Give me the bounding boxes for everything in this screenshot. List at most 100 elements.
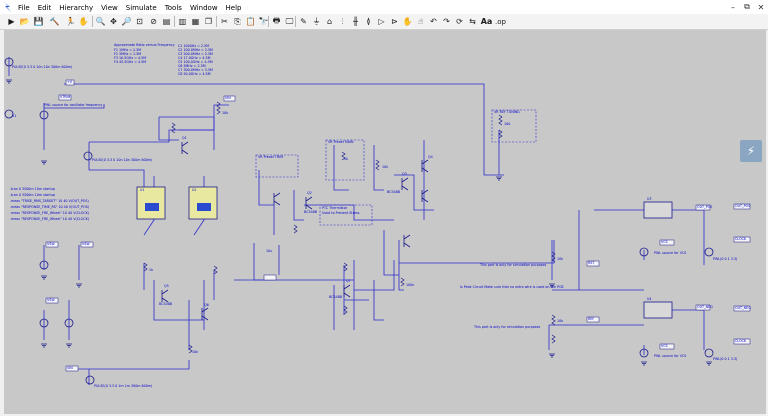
draw-wire-icon[interactable]: ✎ — [300, 17, 307, 26]
zoom-out-icon[interactable]: 🔎 — [121, 17, 132, 26]
svg-text:C4 17.0GHz = 4.5M: C4 17.0GHz = 4.5M — [178, 56, 211, 60]
svg-text:F2 3MHz = 1.5M: F2 3MHz = 1.5M — [114, 52, 141, 56]
tile-horizontal-icon[interactable]: ▦ — [191, 17, 200, 26]
svg-text:C6 5MHz = 2.5M: C6 5MHz = 2.5M — [178, 64, 206, 68]
ground-icon[interactable]: ⏚ — [312, 17, 321, 26]
svg-text:Q1: Q1 — [182, 136, 187, 140]
expand-panel-button[interactable]: ⚡ — [740, 140, 762, 162]
zoom-fit-icon[interactable]: ⊡ — [136, 17, 143, 26]
menu-tools[interactable]: Tools — [164, 4, 182, 12]
redo-icon[interactable]: ↷ — [443, 17, 450, 26]
minimize-button[interactable]: – — [731, 2, 735, 12]
svg-text:BC548B: BC548B — [159, 302, 173, 306]
svg-text:.meas "RESPONSE_TIME_RS" 10 40[interactable]: .meas "RESPONSE_TIME_RS" 10 40 V(OUT_POS… — [10, 205, 89, 209]
svg-text:BC548B: BC548B — [329, 295, 343, 299]
svg-text:C1 1000Hz = 2.5M: C1 1000Hz = 2.5M — [178, 44, 209, 48]
toolbar: ▶ 📂 💾 🔨 🏃 ✋ 🔍 ✥ 🔎 ⊡ ⊘ ▤ ▥ ▦ ❐ ✂ ⎘ 📋 🔭 🖶 … — [0, 14, 768, 30]
menu-file[interactable]: File — [18, 4, 30, 12]
inductor-icon[interactable]: ≬ — [366, 17, 371, 26]
print-preview-icon[interactable]: 🖵 — [285, 16, 294, 26]
menu-help[interactable]: Help — [225, 4, 242, 12]
directive-line-1[interactable]: .tran 0 3500m 10m startup — [10, 187, 55, 191]
svg-text:VIN: VIN — [67, 366, 73, 370]
rotate-icon[interactable]: ⟳ — [456, 17, 463, 26]
zoom-in-icon[interactable]: 🔍 — [95, 17, 106, 26]
capacitor-icon[interactable]: ╫ — [353, 17, 358, 26]
svg-text:Q6: Q6 — [204, 303, 209, 307]
menu-edit[interactable]: Edit — [37, 4, 52, 12]
svg-text:1k: 1k — [149, 268, 153, 272]
svg-text:Used to Prevent Stress: Used to Prevent Stress — [322, 211, 360, 215]
svg-text:.tran 0 3500m 10m startup[interactable]: .tran 0 3500m 10m startup — [10, 193, 55, 197]
svg-text:.meas "TRISE_RMS_TARGET" 10 40[interactable]: .meas "TRISE_RMS_TARGET" 10 40 V(OUT_POS… — [10, 199, 89, 203]
svg-text:U3: U3 — [647, 197, 652, 201]
svg-text:VR Preset TRIM: VR Preset TRIM — [258, 155, 283, 159]
copy-icon[interactable]: ⎘ — [234, 16, 241, 26]
spice-directive-icon[interactable]: .op — [495, 17, 506, 26]
svg-text:.meas "RESPONSE_FRE_Wheel" 10[interactable]: .meas "RESPONSE_FRE_Wheel" 10 40 V(CLOCK… — [10, 217, 89, 221]
svg-text:PWL source for VCS: PWL source for VCS — [654, 354, 686, 358]
print-icon[interactable]: 🖶 — [272, 15, 281, 25]
svg-text:VCS: VCS — [661, 344, 668, 348]
text-icon[interactable]: Aa — [480, 17, 493, 26]
ltspice-logo-icon — [4, 2, 11, 12]
control-panel-icon[interactable]: 🔨 — [49, 17, 60, 26]
svg-text:VR REF TUNING: VR REF TUNING — [494, 110, 520, 114]
svg-text:VCS: VCS — [661, 240, 668, 244]
find-icon[interactable]: 🔭 — [258, 17, 269, 26]
svg-text:10u: 10u — [266, 249, 272, 253]
svg-text:Q3: Q3 — [402, 172, 407, 176]
component-icon[interactable]: ⊳ — [391, 17, 398, 26]
zoom-cancel-icon[interactable]: ⊘ — [150, 17, 157, 26]
svg-text:BC548B: BC548B — [387, 190, 401, 194]
move-icon[interactable]: ✋ — [402, 17, 413, 26]
save-icon[interactable]: 💾 — [33, 17, 44, 26]
menu-simulate[interactable]: Simulate — [125, 4, 157, 12]
autorange-icon[interactable]: ▤ — [162, 17, 171, 26]
svg-text:PTC Thermistor: PTC Thermistor — [322, 206, 348, 210]
svg-text:Q7: Q7 — [346, 279, 351, 283]
diode-icon[interactable]: ▷ — [378, 17, 385, 26]
run-icon[interactable]: ▶ — [8, 17, 15, 26]
tile-vertical-icon[interactable]: ▥ — [178, 17, 187, 26]
svg-text:10k: 10k — [192, 350, 198, 354]
svg-text:C5 100.0GHz = 4.5M: C5 100.0GHz = 4.5M — [178, 60, 213, 64]
undo-icon[interactable]: ↶ — [430, 17, 437, 26]
svg-text:U1: U1 — [140, 188, 145, 192]
freq-table-title: Approximate Ratio versus Frequency — [114, 43, 175, 47]
halt-icon[interactable]: ✋ — [78, 17, 89, 26]
svg-text:OUT_POS: OUT_POS — [735, 204, 750, 208]
menu-window[interactable]: Window — [189, 4, 218, 12]
menu-hierarchy[interactable]: Hierarchy — [59, 4, 94, 12]
restore-button[interactable]: ⧉ — [744, 2, 750, 11]
menu-view[interactable]: View — [101, 4, 118, 12]
drag-icon[interactable]: ☝ — [418, 17, 423, 26]
cut-icon[interactable]: ✂ — [221, 17, 228, 26]
mirror-icon[interactable]: ⇆ — [469, 17, 476, 26]
svg-text:RST: RST — [588, 261, 595, 265]
resistor-icon[interactable]: ⫶ — [341, 16, 344, 26]
svg-text:U4: U4 — [647, 297, 652, 301]
run-sim-icon[interactable]: 🏃 — [65, 17, 76, 26]
svg-text:BC548B: BC548B — [304, 210, 318, 214]
title-bar: File Edit Hierarchy View Simulate Tools … — [0, 0, 768, 14]
close-button[interactable]: ✕ — [757, 2, 765, 12]
paste-icon[interactable]: 📋 — [245, 17, 256, 26]
svg-text:C7 300.0MHz = 3.5M: C7 300.0MHz = 3.5M — [178, 68, 213, 72]
svg-text:.meas "RESPONSE_FRE_Wheel" 10[interactable]: .meas "RESPONSE_FRE_Wheel" 10 40 V(CLOCK… — [10, 211, 89, 215]
svg-text:Q5: Q5 — [164, 284, 169, 288]
svg-text:PWL source for oscillator freq: PWL source for oscillator frequency — [44, 103, 102, 107]
svg-text:OUT_POS: OUT_POS — [697, 205, 712, 209]
svg-text:10k: 10k — [222, 111, 228, 115]
svg-text:VSW: VSW — [82, 242, 90, 246]
open-icon[interactable]: 📂 — [19, 17, 30, 26]
svg-text:F1 1MHz = 2.5M: F1 1MHz = 2.5M — [114, 48, 141, 52]
schematic-canvas[interactable]: Approximate Ratio versus Frequency F1 1M… — [4, 30, 766, 414]
svg-text:100n: 100n — [406, 283, 414, 287]
svg-text:+V: +V — [67, 80, 73, 84]
svg-text:100: 100 — [504, 122, 510, 126]
svg-text:V1: V1 — [12, 114, 16, 118]
cascade-icon[interactable]: ❐ — [204, 17, 213, 26]
label-net-icon[interactable]: ⌂ — [326, 17, 333, 26]
zoom-pan-icon[interactable]: ✥ — [110, 17, 117, 26]
